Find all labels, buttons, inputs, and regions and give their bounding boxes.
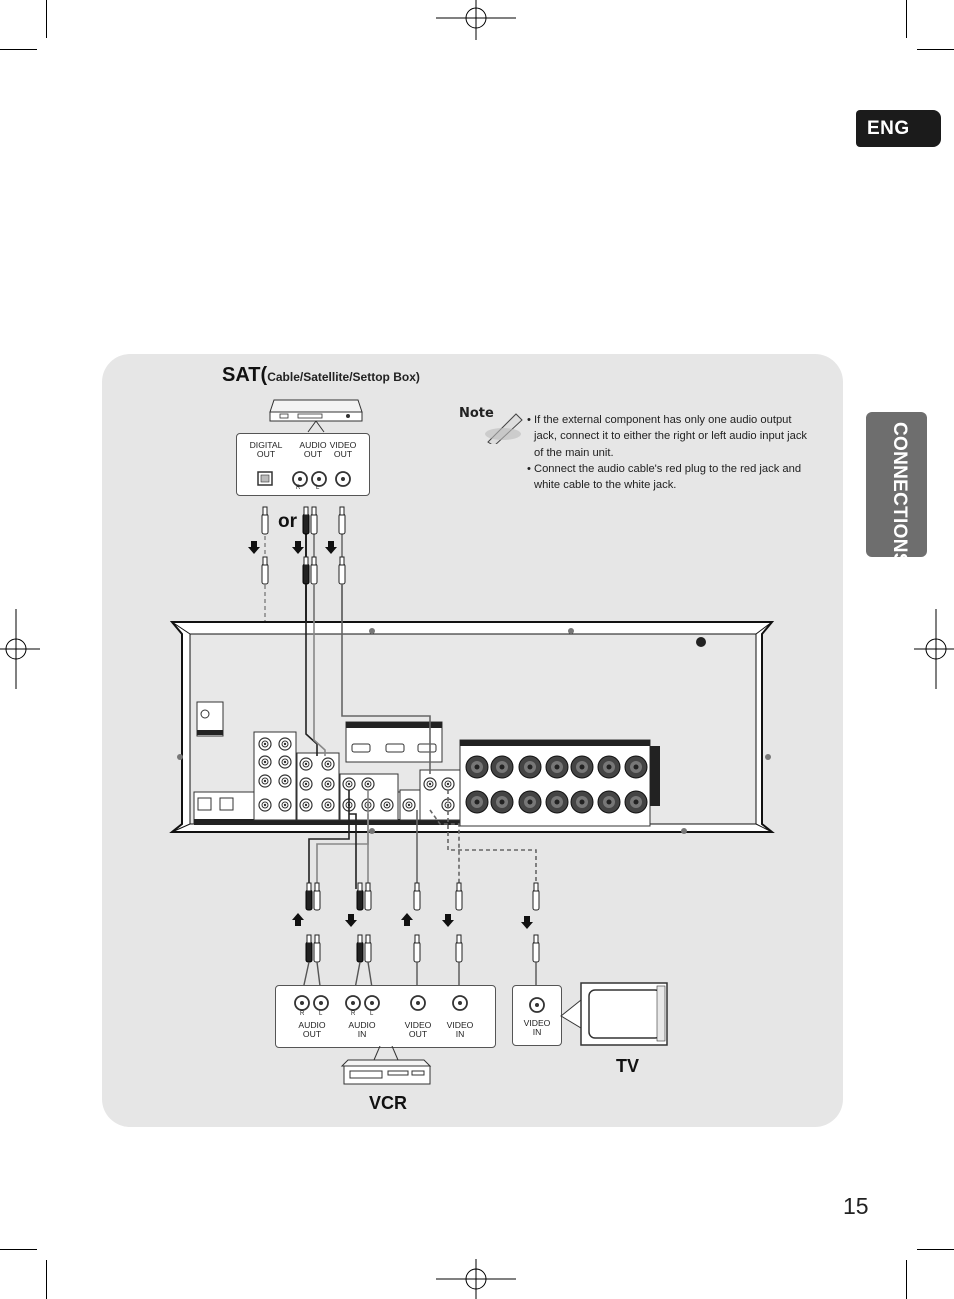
vcr-audio-out-label: AUDIO OUT (298, 1020, 326, 1039)
tv-video-in-label: VIDEO IN (523, 1018, 551, 1037)
note-item: If the external component has only one a… (527, 412, 812, 461)
sat-audio-out-label: AUDIO OUT (299, 440, 327, 459)
note-text: If the external component has only one a… (527, 412, 812, 493)
crop-mark (0, 49, 37, 50)
sat-channel-l: L (316, 485, 320, 491)
sat-digital-out-label: DIGITAL OUT (249, 440, 283, 459)
sat-channel-r: R (296, 485, 301, 491)
sat-jacks (257, 471, 351, 487)
registration-mark (436, 0, 516, 40)
vcr-audio-in-r: R (351, 1011, 356, 1017)
section-tab: CONNECTIONS (866, 412, 927, 566)
language-tab: ENG (856, 110, 941, 147)
page-number: 15 (843, 1193, 869, 1219)
receiver-wiring-diagram (169, 506, 775, 995)
optical-jack-icon (257, 471, 273, 486)
tv-jack-panel: VIDEO IN (512, 985, 562, 1046)
registration-mark (914, 609, 954, 689)
sat-jack-panel: DIGITAL OUT AUDIO OUT VIDEO OUT R L (236, 433, 370, 496)
crop-mark (46, 1260, 47, 1299)
settop-box-illustration (269, 399, 363, 433)
crop-mark (917, 49, 954, 50)
vcr-illustration (340, 1046, 432, 1085)
rca-jack-icon (311, 471, 327, 487)
tv-jack (529, 997, 545, 1013)
crop-mark (906, 1260, 907, 1299)
section-tab-label: CONNECTIONS (889, 422, 910, 566)
crop-mark (906, 0, 907, 38)
sat-video-out-label: VIDEO OUT (329, 440, 357, 459)
sat-subtitle: Cable/Satellite/Settop Box) (267, 370, 420, 384)
rca-jack-icon (335, 471, 351, 487)
registration-mark (0, 609, 40, 689)
rca-jack-icon (292, 471, 308, 487)
vcr-audio-out-l: L (319, 1011, 323, 1017)
crop-mark (46, 0, 47, 38)
vcr-jack-panel: R L R L AUDIO OUT AUDIO IN VIDEO OUT VID… (275, 985, 496, 1048)
vcr-audio-in-l: L (370, 1011, 374, 1017)
or-label: or (278, 511, 297, 532)
sat-title: SAT( (222, 364, 268, 386)
note-pencil-icon (485, 413, 523, 444)
registration-mark (436, 1259, 516, 1299)
note-heading: Note (459, 406, 494, 421)
tv-illustration (560, 982, 668, 1046)
sat-label: SAT(Cable/Satellite/Settop Box) (222, 364, 420, 387)
vcr-video-out-label: VIDEO OUT (404, 1020, 432, 1039)
vcr-jacks (294, 995, 468, 1011)
vcr-video-in-label: VIDEO IN (446, 1020, 474, 1039)
crop-mark (0, 1249, 37, 1250)
tv-label: TV (616, 1056, 640, 1076)
vcr-audio-in-label: AUDIO IN (348, 1020, 376, 1039)
vcr-label: VCR (369, 1093, 408, 1113)
vcr-audio-out-r: R (300, 1011, 305, 1017)
note-item: Connect the audio cable's red plug to th… (527, 461, 812, 494)
crop-mark (917, 1249, 954, 1250)
